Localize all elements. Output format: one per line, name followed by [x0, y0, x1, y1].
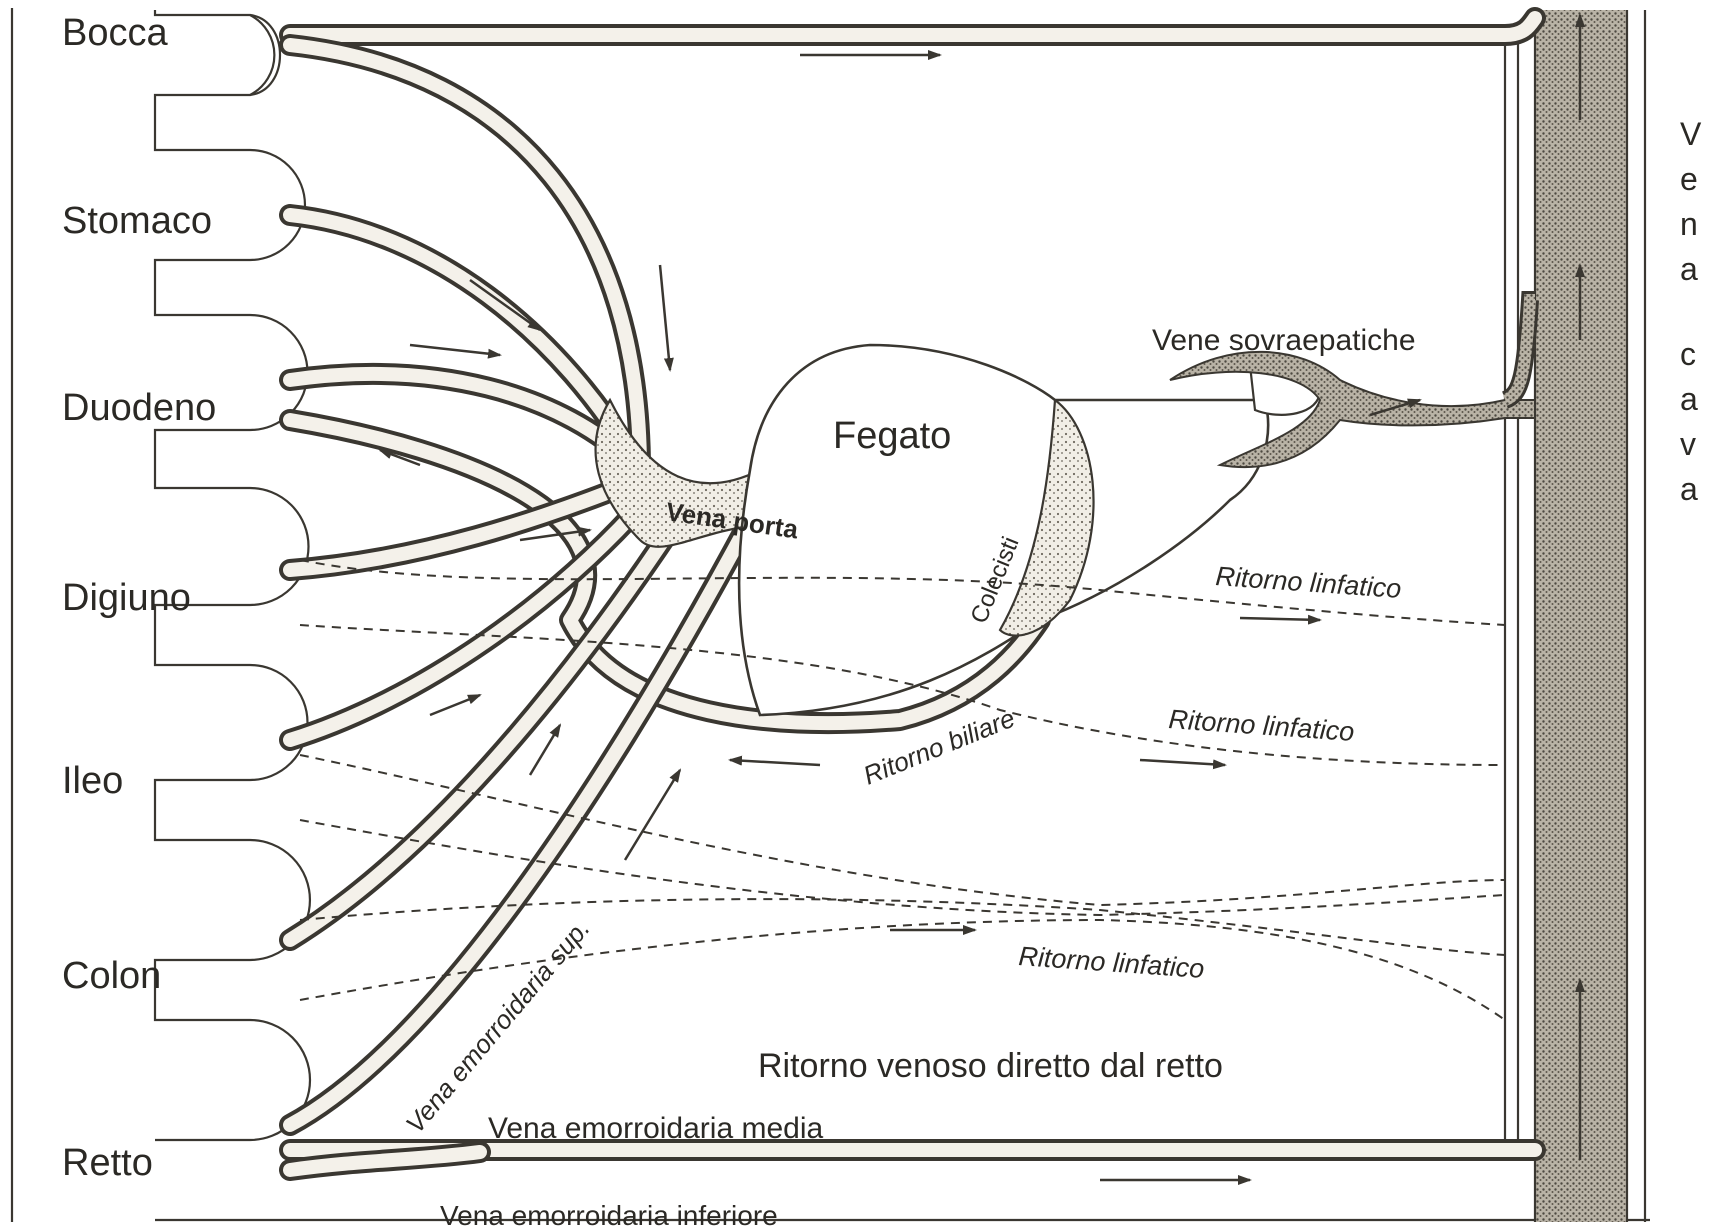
vena-cava-letter: c — [1680, 336, 1696, 372]
label-ritorno-linfatico-3: Ritorno linfatico — [1018, 941, 1206, 984]
organ-label-colon: Colon — [62, 955, 161, 997]
vessel-bocca-cava — [290, 18, 1535, 55]
label-vena-emorroidaria-media: Vena emorroidaria media — [488, 1112, 824, 1145]
vena-cava-letter: v — [1680, 426, 1696, 462]
label-vena-emorroidaria-inferiore: Vena emorroidaria inferiore — [440, 1200, 778, 1230]
vessel-retto-cava — [290, 1150, 1535, 1180]
right-boundary-vessel — [1505, 40, 1518, 1160]
label-ritorno-venoso: Ritorno venoso diretto dal retto — [758, 1047, 1223, 1085]
vena-cava-letter: e — [1680, 161, 1698, 197]
label-fegato: Fegato — [833, 415, 951, 457]
vena-cava-letter: n — [1680, 206, 1698, 242]
label-ritorno-linfatico-2: Ritorno linfatico — [1168, 704, 1356, 747]
liver — [739, 345, 1320, 715]
vena-cava-letter: a — [1680, 471, 1698, 507]
organ-labels: Bocca Stomaco Duodeno Digiuno Ileo Colon… — [62, 12, 216, 1184]
vena-cava-label: V e n a c a v a — [1680, 116, 1702, 507]
organ-label-digiuno: Digiuno — [62, 577, 191, 619]
vena-cava-letter: a — [1680, 251, 1698, 287]
organ-label-retto: Retto — [62, 1142, 153, 1184]
vena-cava-letter: a — [1680, 381, 1698, 417]
organ-label-stomaco: Stomaco — [62, 200, 212, 242]
organ-label-duodeno: Duodeno — [62, 387, 216, 429]
organ-label-ileo: Ileo — [62, 760, 123, 802]
organ-label-bocca: Bocca — [62, 12, 168, 54]
vena-cava — [1535, 10, 1645, 1222]
label-ritorno-linfatico-1: Ritorno linfatico — [1215, 561, 1403, 604]
vena-cava-letter: V — [1680, 116, 1702, 152]
label-vena-emorroidaria-sup: Vena emorroidaria sup. — [400, 913, 596, 1139]
label-vene-sovraepatiche: Vene sovraepatiche — [1152, 324, 1416, 357]
